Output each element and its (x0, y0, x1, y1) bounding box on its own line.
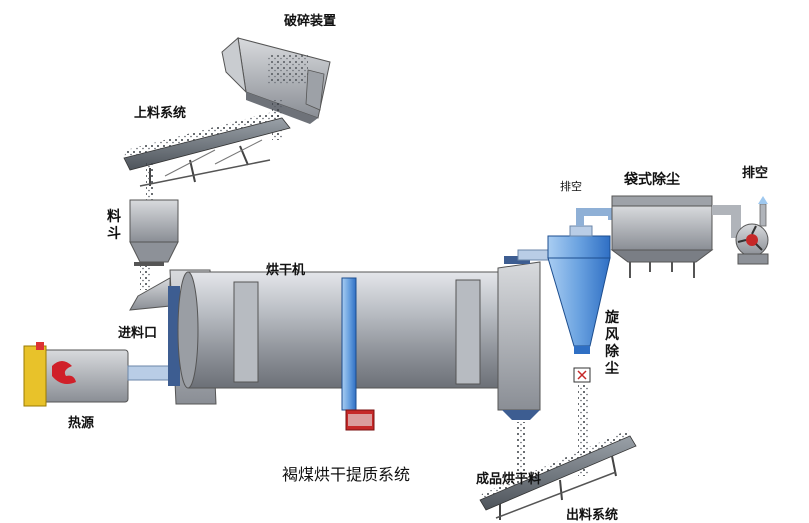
discharge-conveyor (479, 430, 637, 520)
exhaust-fan (735, 196, 769, 265)
material-stream (140, 266, 150, 290)
bag-filter (610, 195, 714, 278)
duct (712, 205, 741, 238)
duct (517, 249, 553, 261)
exhaust-small-label: 排空 (560, 180, 582, 193)
material-stream (516, 422, 526, 478)
duct (576, 208, 616, 226)
discharge-conveyor-label: 出料系统 (566, 508, 619, 523)
product-label: 成品烘干料 (476, 472, 542, 487)
feed-conveyor-label: 上料系统 (134, 106, 187, 121)
dryer-label: 烘干机 (266, 263, 306, 278)
heat-source (23, 342, 177, 407)
material-stream (578, 384, 588, 476)
exhaust-label: 排空 (742, 166, 769, 181)
dryer-outlet-housing (497, 256, 541, 420)
inlet-seal (168, 286, 180, 386)
dryer-drum (177, 271, 511, 431)
cyclone-label: 旋风除尘 (605, 310, 619, 377)
crusher-label: 破碎装置 (284, 14, 337, 29)
cyclone (547, 225, 611, 383)
feed-conveyor (123, 110, 291, 187)
bag-filter-label: 袋式除尘 (624, 172, 680, 188)
heat-source-label: 热源 (68, 416, 95, 431)
inlet-label: 进料口 (118, 326, 158, 341)
hopper (129, 199, 179, 266)
hopper-label: 料斗 (107, 209, 121, 242)
diagram-caption: 褐煤烘干提质系统 (282, 465, 411, 484)
crusher (221, 37, 331, 124)
material-stream (146, 160, 154, 200)
